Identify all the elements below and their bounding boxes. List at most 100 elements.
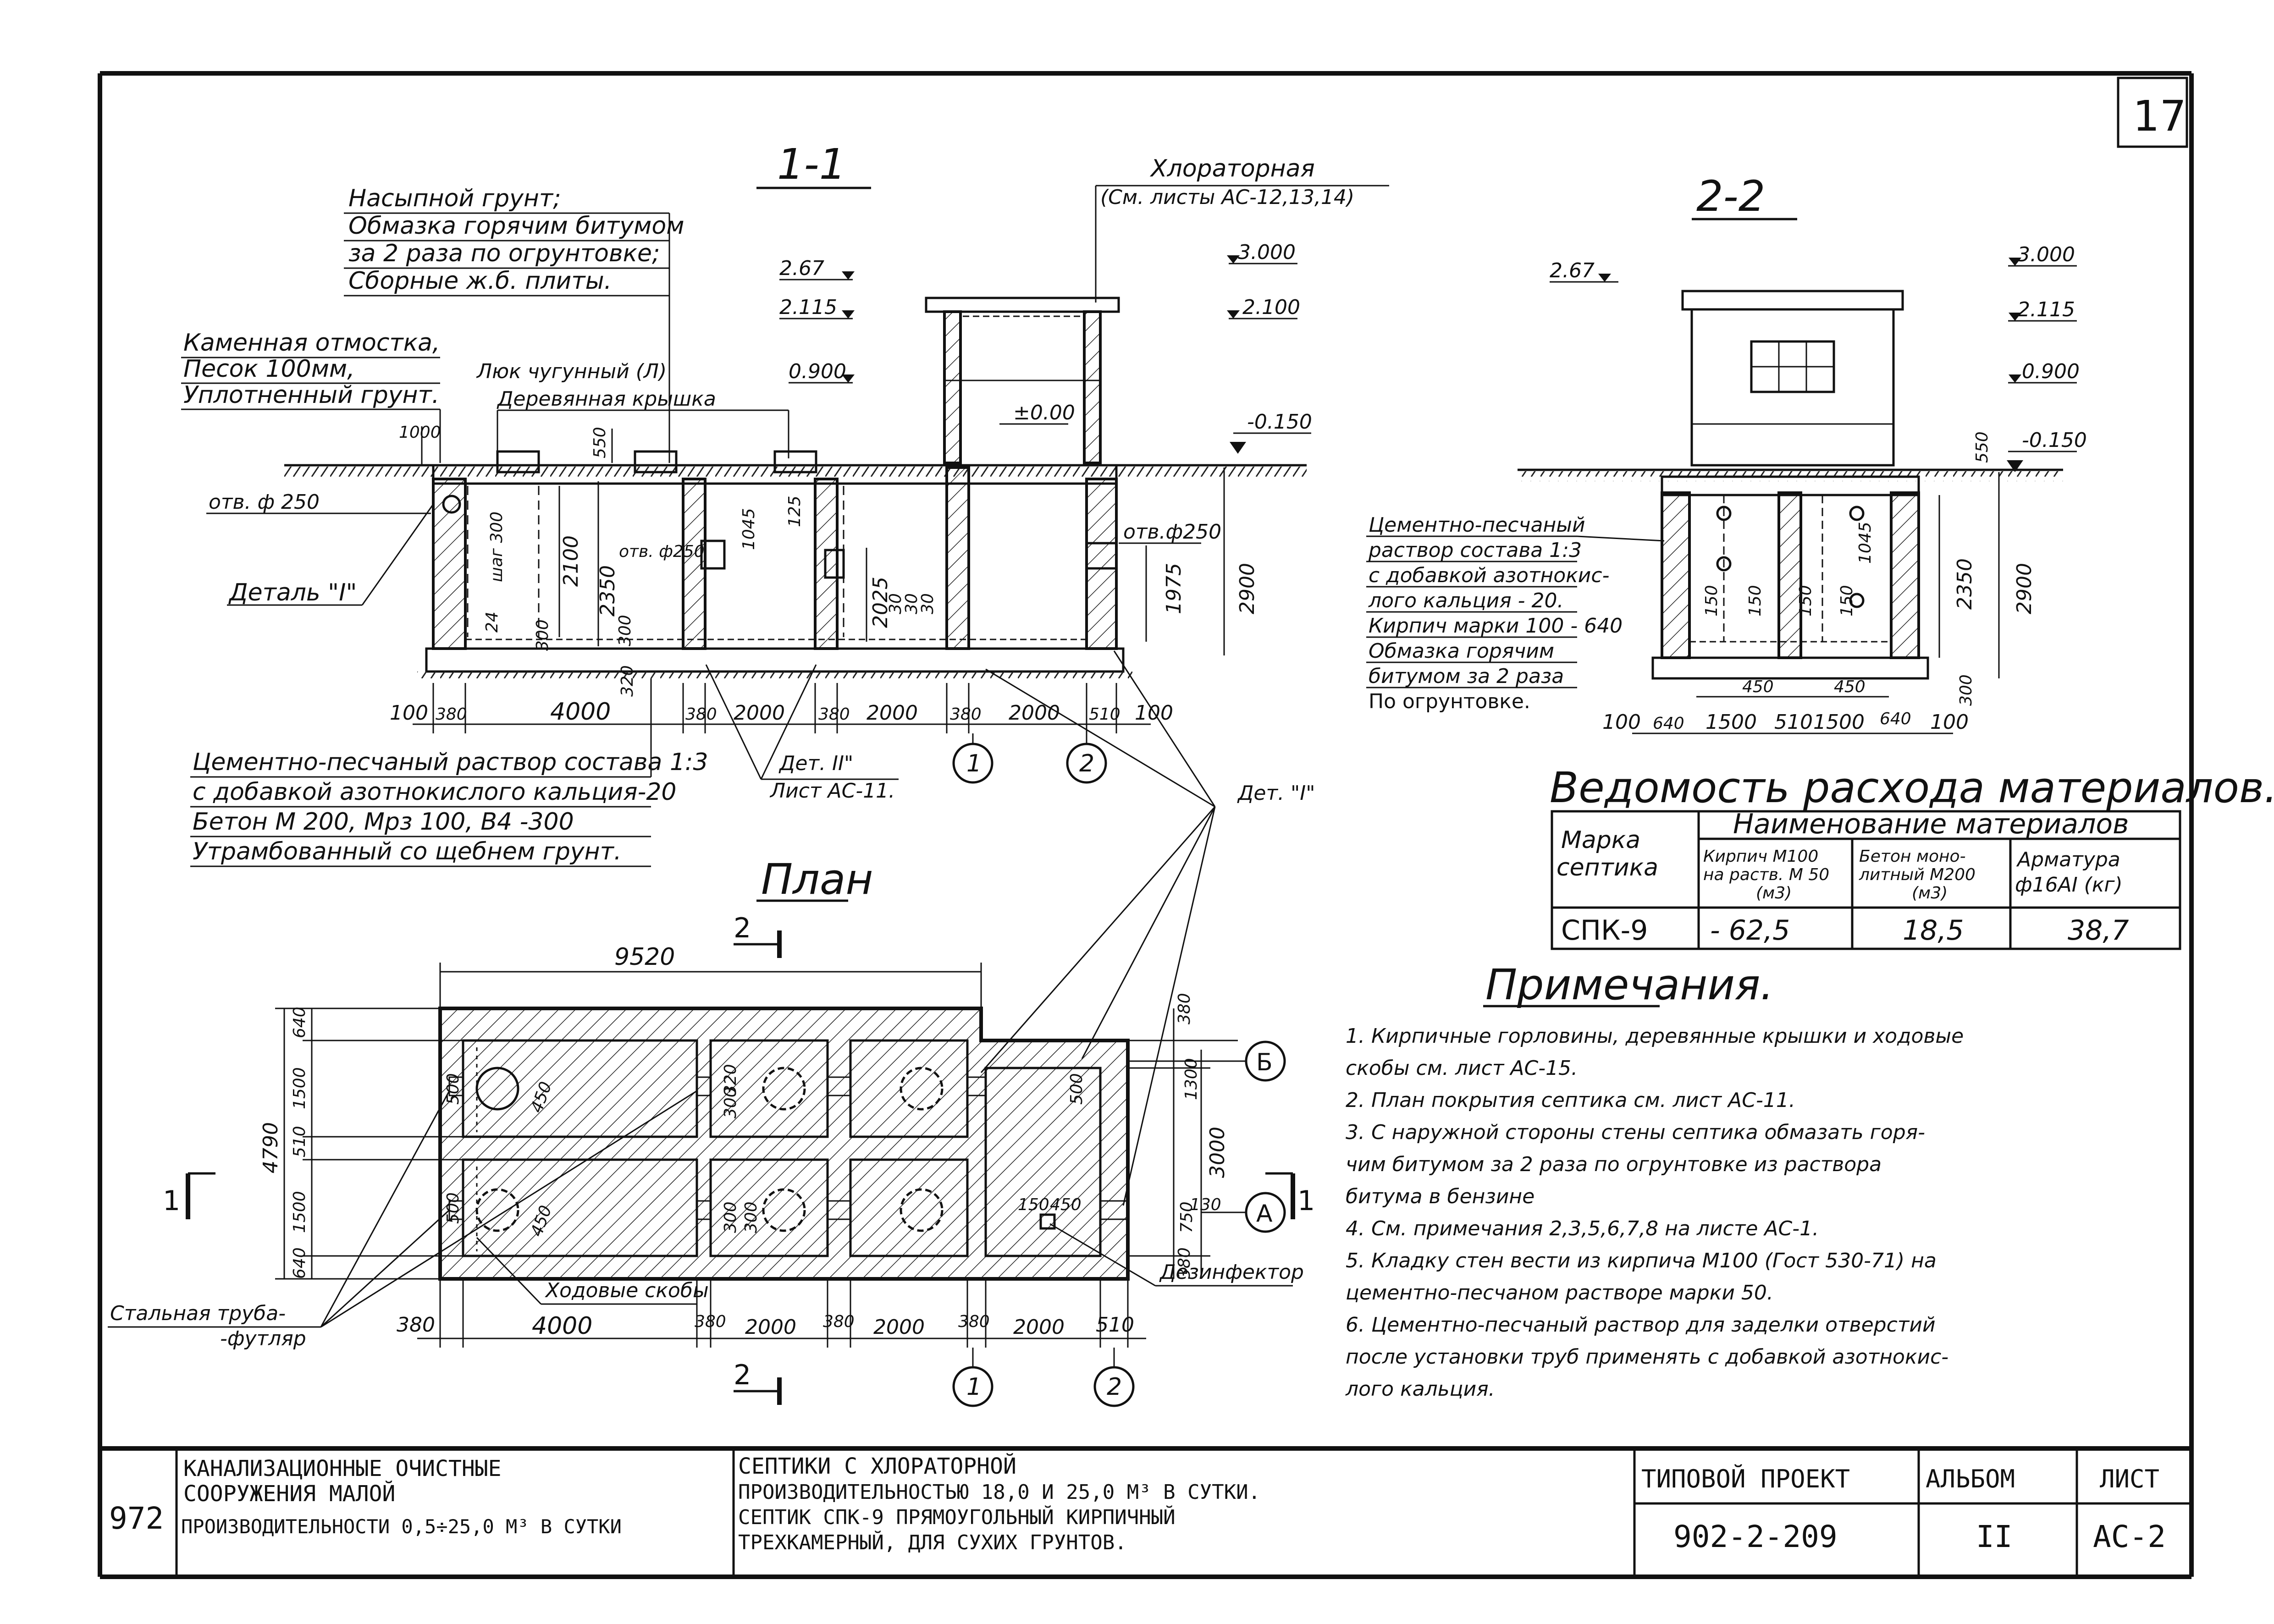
paving-line-1: Каменная отмостка,	[183, 329, 440, 357]
wall-right	[1085, 478, 1118, 650]
plan-inner-500c: 500	[1067, 1073, 1086, 1105]
dim-2-2-150a: 150	[1702, 585, 1721, 617]
s22-note-6: Обмазка горячим	[1369, 639, 1554, 663]
sheet-number: 17	[2133, 92, 2186, 141]
plan-axis-2-label: 2	[1107, 1373, 1122, 1401]
dim-v-300b: 300	[533, 619, 552, 651]
dim-v-320: 320	[618, 665, 637, 697]
title-block: 972 КАНАЛИЗАЦИОННЫЕ ОЧИСТНЫЕ СООРУЖЕНИЯ …	[100, 1446, 2191, 1577]
dim-v-550: 550	[591, 427, 609, 458]
col-brick-line-3: (м3)	[1756, 884, 1792, 903]
dim-2-2-450a: 450	[1742, 677, 1774, 696]
level-0-00: ±0.00	[1013, 401, 1075, 424]
layers-line-1: Насыпной грунт;	[348, 185, 561, 212]
dim-v-2900: 2900	[1236, 563, 1259, 614]
dim-2-2-640b: 640	[1880, 710, 1911, 728]
base-line-1: Цементно-песчаный раствор состава 1:3	[193, 749, 708, 776]
chlorination-facade	[1690, 308, 1895, 467]
plan-overall-width: 4790	[259, 1122, 282, 1173]
lid-label: Деревянная крышка	[497, 387, 716, 411]
plan-dim-r-1300: 1300	[1182, 1058, 1201, 1100]
section-1-1: 1-1 Насыпной грунт; Обмазка горячим биту…	[181, 140, 1389, 1206]
dims-vertical-2-2: 550 1045 2350 2900 300 150 150 150 150	[1702, 431, 2036, 706]
dim-2-2-300: 300	[1957, 674, 1976, 706]
section-mark-2-top: 2	[734, 912, 751, 944]
section-2-2-title: 2-2	[1696, 172, 1765, 221]
detail-2-label: Дет. II" Лист АС-11.	[705, 664, 899, 803]
dim-2-2-100b: 100	[1930, 710, 1969, 734]
note-line-4: 3. С наружной стороны стены септика обма…	[1346, 1121, 1925, 1144]
layers-line-2: Обмазка горячим битумом	[348, 212, 684, 240]
dim-h-2000a: 2000	[734, 701, 785, 725]
dim-2-2-1500a: 1500	[1706, 710, 1757, 734]
tb-col1-line-1: КАНАЛИЗАЦИОННЫЕ ОЧИСТНЫЕ	[183, 1456, 502, 1481]
note-line-7: 4. См. примечания 2,3,5,6,7,8 на листе А…	[1346, 1217, 1819, 1240]
dim-h-100a: 100	[390, 701, 428, 725]
col-rebar-line-2: ф16АI (кг)	[2015, 873, 2123, 897]
layers-label: Насыпной грунт; Обмазка горячим битумом …	[344, 185, 684, 463]
sheet-value: АС-2	[2093, 1519, 2166, 1554]
dim-2-2-640a: 640	[1653, 714, 1684, 733]
plan-dim-r-130: 130	[1190, 1195, 1221, 1214]
tb-col2-line-1: СЕПТИКИ С ХЛОРАТОРНОЙ	[738, 1453, 1016, 1479]
dim-v-2350: 2350	[596, 565, 619, 617]
plan-inner-150: 150	[1018, 1195, 1049, 1214]
col-concrete-line-3: (м3)	[1912, 884, 1948, 903]
section-mark-1-left: 1	[163, 1185, 180, 1217]
dim-2-2-1500b: 1500	[1813, 710, 1865, 734]
dim-v-1975: 1975	[1162, 563, 1186, 614]
plan-dim-v-640a: 640	[290, 1007, 309, 1038]
note-line-11: после установки труб применять с добавко…	[1346, 1345, 1948, 1369]
dims-horizontal-1-1: 100 380 4000 380 2000 380 2000 380 2000 …	[390, 683, 1173, 733]
chlorination-line-2: (См. листы АС-12,13,14)	[1100, 186, 1354, 209]
dim-v-1045: 1045	[740, 508, 758, 550]
level-2-2-0-900: 0.900	[2022, 360, 2080, 383]
level-2-2-minus-0-150: -0.150	[2022, 429, 2087, 452]
note-line-9: цементно-песчаном растворе марки 50.	[1346, 1281, 1773, 1305]
levels-2-2: 2.67 3.000 2.115 0.900 -0.150	[1550, 243, 2087, 472]
tb-col1-line-2: СООРУЖЕНИЯ МАЛОЙ	[183, 1481, 395, 1507]
plan-dim-h-380a: 380	[397, 1313, 435, 1337]
note-line-12: лого кальция.	[1345, 1377, 1495, 1401]
s22-note-1: Цементно-песчаный	[1369, 513, 1585, 537]
tb-col2-line-3: СЕПТИК СПК-9 ПРЯМОУГОЛЬНЫЙ КИРПИЧНЫЙ	[738, 1505, 1176, 1529]
paving-label: Каменная отмостка, Песок 100мм, Уплотнен…	[181, 329, 441, 463]
chlorination-building	[925, 297, 1120, 464]
plan-dim-h-2000c: 2000	[1013, 1316, 1065, 1339]
axis-a-label: А	[1256, 1200, 1273, 1228]
row-rebar: 38,7	[2068, 914, 2129, 947]
dim-2-2-150d: 150	[1838, 585, 1856, 617]
dim-v-300: 300	[616, 615, 635, 646]
dim-2-2-100a: 100	[1602, 710, 1641, 734]
plan-inner-300c: 300	[742, 1201, 761, 1233]
level-2-2-3-000: 3.000	[2017, 243, 2075, 266]
plan-inner-300b: 300	[721, 1201, 740, 1233]
dim-2-2-150c: 150	[1796, 585, 1815, 617]
section-1-1-title: 1-1	[777, 140, 846, 189]
dim-v-125: 125	[785, 495, 804, 527]
archive-number: 972	[109, 1501, 164, 1536]
album-value: II	[1976, 1519, 2012, 1554]
plan-dim-v-640b: 640	[290, 1247, 309, 1279]
note-line-8: 5. Кладку стен вести из кирпича М100 (Го…	[1346, 1249, 1937, 1272]
paving-line-2: Песок 100мм,	[183, 355, 355, 383]
plan-dim-h-510: 510	[1096, 1313, 1134, 1337]
level-2-2-2-67: 2.67	[1550, 259, 1595, 282]
col-brick-line-1: Кирпич М100	[1703, 847, 1818, 866]
note-line-5: чим битумом за 2 раза по огрунтовке из р…	[1346, 1153, 1882, 1176]
layers-line-3: за 2 раза по огрунтовке;	[348, 240, 660, 267]
dim-2-2-2350: 2350	[1953, 558, 1976, 610]
dim-h-380c: 380	[818, 705, 850, 724]
base-layers-label: Цементно-песчаный раствор состава 1:3 с …	[190, 678, 708, 867]
plan-dim-h-4000: 4000	[532, 1312, 592, 1340]
tb-col2-line-4: ТРЕХКАМЕРНЫЙ, ДЛЯ СУХИХ ГРУНТОВ.	[738, 1530, 1127, 1554]
plan-dim-r-380a: 380	[1175, 993, 1194, 1024]
axis-2-label: 2	[1079, 750, 1094, 777]
layers-line-4: Сборные ж.б. плиты.	[348, 267, 612, 295]
dim-h-2000c: 2000	[1009, 701, 1060, 725]
base-slab	[425, 647, 1125, 673]
section-2-2: 2-2 2.67 3.000 2.115	[1366, 172, 2087, 734]
col-group: Наименование материалов	[1733, 808, 2129, 840]
s22-note-3: с добавкой азотнокис-	[1369, 564, 1609, 587]
